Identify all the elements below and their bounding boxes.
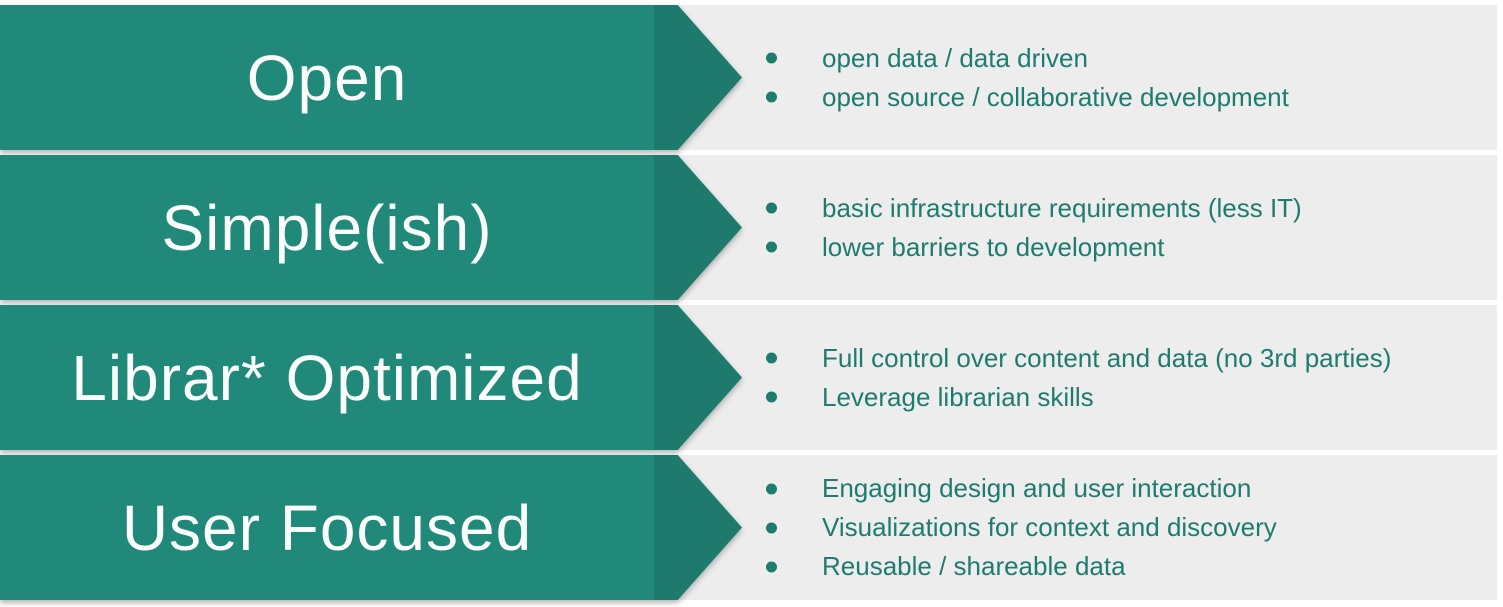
bullet-item: lower barriers to development (766, 228, 1302, 267)
banner-librar-optimized: Librar* Optimized (0, 305, 742, 450)
bullet-list-user-focused: Engaging design and user interaction Vis… (766, 455, 1277, 600)
bullet-text: Reusable / shareable data (822, 551, 1126, 581)
bullet-dot-icon (766, 241, 777, 253)
bullet-text: Visualizations for context and discovery (822, 512, 1277, 542)
bullet-dot-icon (766, 483, 777, 494)
banner-body: User Focused (0, 455, 654, 600)
banner-title: User Focused (121, 491, 533, 564)
bullet-list-librar-optimized: Full control over content and data (no 3… (766, 305, 1392, 450)
bullet-text: basic infrastructure requirements (less … (822, 192, 1302, 223)
bullet-item: open data / data driven (766, 39, 1289, 78)
arrowhead-shape (654, 5, 742, 150)
arrowhead-shape (654, 155, 742, 300)
bullet-dot-icon (766, 561, 777, 572)
row-user-focused: User Focused Engaging design and user in… (0, 455, 1497, 600)
bullet-dot-icon (766, 352, 777, 364)
bullet-item: basic infrastructure requirements (less … (766, 189, 1302, 228)
row-simple: Simple(ish) basic infrastructure require… (0, 155, 1497, 300)
banner-open: Open (0, 5, 742, 150)
arrowhead-shape (654, 305, 742, 450)
bullet-text: open source / collaborative development (822, 81, 1289, 112)
bullet-dot-icon (766, 52, 777, 64)
row-librar-optimized: Librar* Optimized Full control over cont… (0, 305, 1497, 450)
banner-title: Open (246, 41, 408, 114)
row-open: Open open data / data driven open source… (0, 5, 1497, 150)
bullet-text: lower barriers to development (822, 231, 1165, 262)
bullet-item: Reusable / shareable data (766, 547, 1277, 586)
bullet-dot-icon (766, 91, 777, 103)
bullet-text: open data / data driven (822, 42, 1088, 73)
banner-title: Simple(ish) (161, 191, 493, 264)
bullet-list-simple: basic infrastructure requirements (less … (766, 155, 1302, 300)
bullet-item: Full control over content and data (no 3… (766, 339, 1392, 378)
bullet-item: open source / collaborative development (766, 78, 1289, 117)
bullet-dot-icon (766, 391, 777, 403)
banner-body: Open (0, 5, 654, 150)
banner-user-focused: User Focused (0, 455, 742, 600)
banner-simple: Simple(ish) (0, 155, 742, 300)
bullet-dot-icon (766, 202, 777, 214)
arrowhead-shape (654, 455, 742, 600)
bullet-dot-icon (766, 522, 777, 533)
banner-title: Librar* Optimized (71, 341, 583, 414)
banner-body: Simple(ish) (0, 155, 654, 300)
bullet-text: Full control over content and data (no 3… (822, 342, 1392, 373)
bullet-list-open: open data / data driven open source / co… (766, 5, 1289, 150)
bullet-item: Visualizations for context and discovery (766, 508, 1277, 547)
bullet-item: Engaging design and user interaction (766, 469, 1277, 508)
bullet-text: Leverage librarian skills (822, 381, 1094, 412)
bullet-item: Leverage librarian skills (766, 378, 1391, 417)
banner-body: Librar* Optimized (0, 305, 654, 450)
bullet-text: Engaging design and user interaction (822, 473, 1252, 503)
